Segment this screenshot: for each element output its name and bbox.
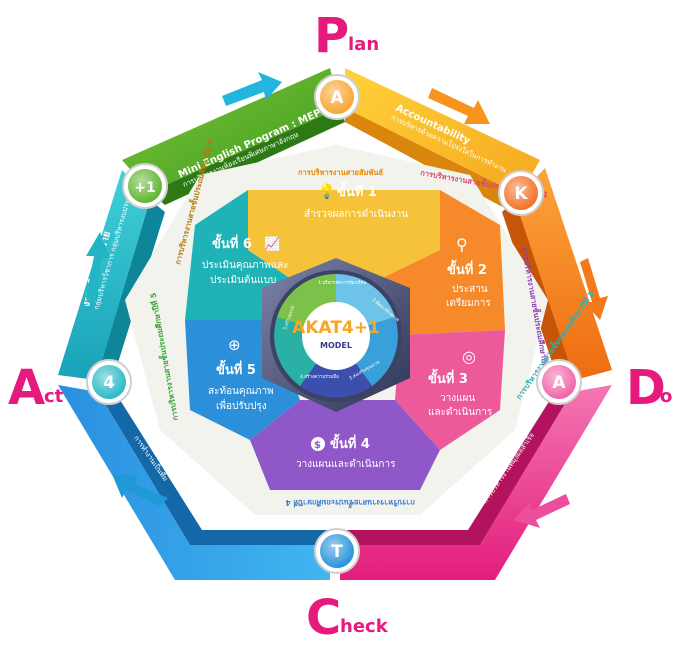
ring-label-grade4: การบริหารงานสายชั้นประถมศึกษาปีที่ 4 bbox=[286, 498, 415, 509]
band-yellow-shadow bbox=[345, 108, 520, 210]
node-bottom-letter: T bbox=[331, 542, 343, 562]
step-5-title: ขั้นที่ 5 bbox=[216, 359, 256, 378]
step-3-title: ขั้นที่ 3 bbox=[428, 368, 468, 387]
search-icon: ⚲ bbox=[456, 235, 468, 254]
dollar-icon-glyph: $ bbox=[314, 440, 321, 451]
chart-icon: 📈 bbox=[264, 236, 280, 252]
arrow-icon bbox=[428, 88, 490, 124]
node-top: A bbox=[314, 74, 360, 120]
node-upper-right-letter: K bbox=[514, 184, 528, 204]
ring-label-relation: การบริหารงานสายสัมพันธ์ bbox=[298, 168, 384, 177]
hub-title: AKAT4+1 bbox=[292, 318, 380, 338]
step-6-desc-2: ประเมินต้นแบบ bbox=[210, 274, 276, 286]
step-4-desc: วางแผนและดำเนินการ bbox=[296, 459, 396, 470]
target-icon: ◎ bbox=[462, 347, 476, 366]
step-3-desc-2: และดำเนินการ bbox=[428, 407, 493, 418]
hub-segment-label-1: 1.บริหารจัดการห้องเรียน bbox=[318, 280, 366, 286]
check-big-letter: C bbox=[306, 590, 341, 645]
arrow-icon bbox=[222, 72, 282, 106]
node-top-letter: A bbox=[330, 88, 344, 108]
step-1-title: ขั้นที่ 1 bbox=[337, 181, 377, 200]
do-big-letter: D bbox=[626, 360, 666, 416]
plan-rest: lan bbox=[348, 34, 379, 55]
act-big-letter: A bbox=[8, 360, 45, 416]
step-5-desc-1: สะท้อนคุณภาพ bbox=[208, 385, 274, 397]
node-lower-left: 4 bbox=[86, 359, 132, 405]
step-labels: 💡 ขั้นที่ 1 สำรวจผลการดำเนินงาน ⚲ ขั้นที… bbox=[202, 181, 493, 470]
step-6-desc-1: ประเมินคุณภาพและ bbox=[202, 260, 289, 271]
hub-segment-label-4: 4.สร้างความร่วมมือ bbox=[300, 373, 339, 380]
arrow-icon bbox=[86, 232, 110, 300]
node-bottom: T bbox=[314, 528, 360, 574]
check-rest: heck bbox=[340, 616, 389, 637]
petal-step-3 bbox=[395, 330, 505, 450]
step-5-desc-2: เพื่อปรับปรุง bbox=[216, 398, 267, 412]
step-2-desc-2: เตรียมการ bbox=[446, 297, 491, 309]
band-green bbox=[122, 68, 340, 192]
band-blue-shadow bbox=[98, 392, 330, 545]
step-petals bbox=[185, 190, 505, 490]
hub-subtitle: MODEL bbox=[320, 341, 352, 350]
petal-step-4 bbox=[250, 400, 440, 490]
node-lower-left-letter: 4 bbox=[103, 373, 115, 393]
act-rest: ct bbox=[44, 386, 64, 407]
nodes: A K A T 4 bbox=[86, 74, 582, 574]
node-lower-right-letter: A bbox=[552, 373, 566, 393]
node-upper-left-letter: +1 bbox=[134, 180, 155, 196]
step-2-title: ขั้นที่ 2 bbox=[447, 259, 487, 278]
do-rest: o bbox=[660, 386, 672, 407]
step-2-desc-1: ประสาน bbox=[452, 284, 488, 295]
arrow-icon bbox=[580, 258, 608, 320]
node-upper-right: K bbox=[498, 170, 544, 216]
arrow-icon bbox=[112, 474, 168, 506]
flow-arrows bbox=[86, 72, 608, 528]
band-blue bbox=[58, 385, 330, 580]
globe-icon: ⊕ bbox=[228, 336, 241, 354]
petal-step-1 bbox=[248, 190, 440, 285]
band-pink-shadow bbox=[340, 392, 572, 545]
step-4-title: ขั้นที่ 4 bbox=[330, 433, 370, 452]
band-teal bbox=[58, 170, 150, 380]
step-1-desc: สำรวจผลการดำเนินงาน bbox=[304, 209, 408, 220]
band-pink bbox=[340, 385, 612, 580]
node-lower-right: A bbox=[536, 359, 582, 405]
step-6-title: ขั้นที่ 6 bbox=[212, 233, 252, 252]
plan-big-letter: P bbox=[314, 8, 349, 64]
arrow-icon bbox=[514, 494, 570, 528]
hub-center bbox=[302, 302, 370, 370]
bulb-icon: 💡 bbox=[318, 183, 335, 200]
pdca-labels: P lan D o C heck A ct bbox=[8, 8, 672, 645]
band-orange bbox=[515, 168, 612, 380]
step-3-desc-1: วางแผน bbox=[440, 393, 475, 404]
dollar-icon bbox=[311, 437, 325, 451]
band-yellow bbox=[345, 68, 540, 195]
node-upper-left: +1 bbox=[122, 163, 168, 209]
central-hub: AKAT4+1 MODEL 1.บริหารจัดการห้องเรียน 2.… bbox=[262, 258, 410, 412]
